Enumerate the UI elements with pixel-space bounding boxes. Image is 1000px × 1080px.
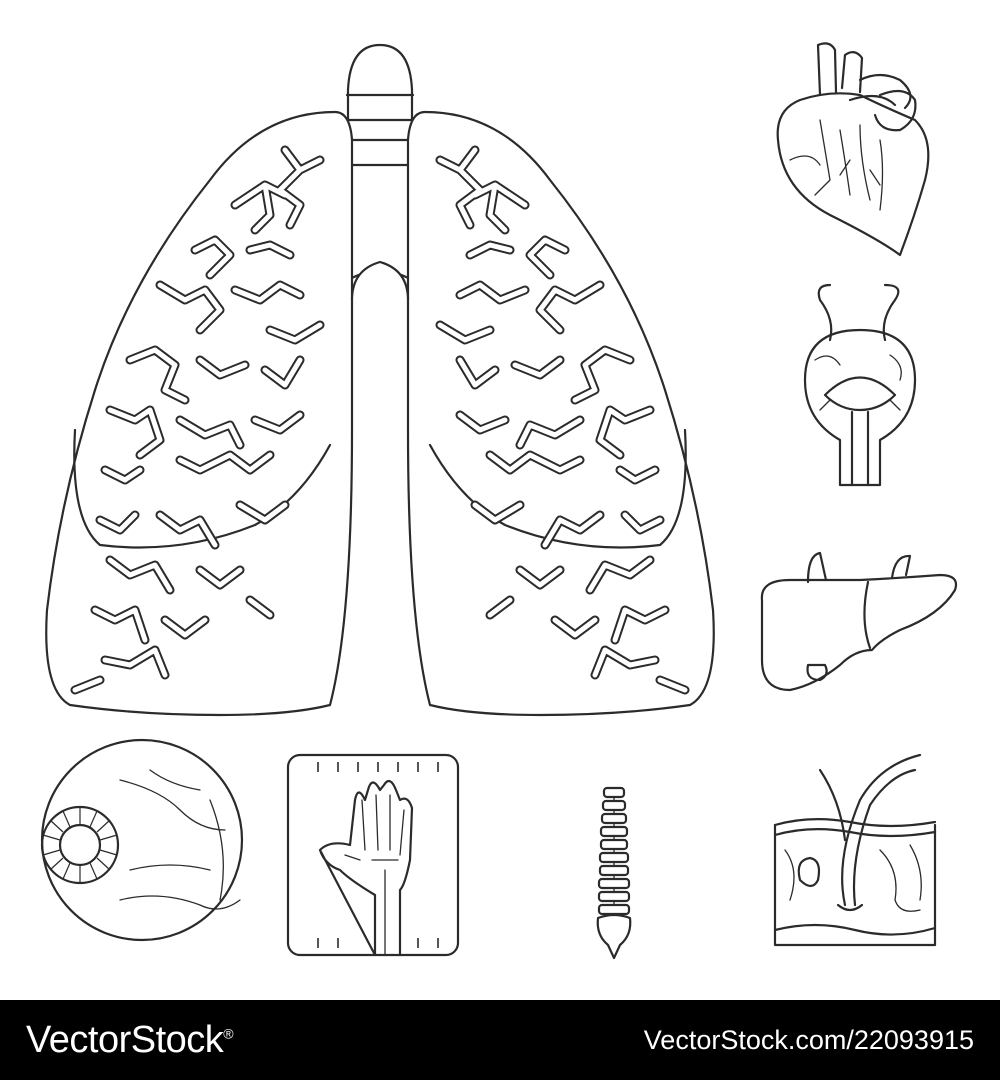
watermark-bar: VectorStock® VectorStock.com/22093915: [0, 1000, 1000, 1080]
bladder-icon: [803, 283, 917, 487]
vertebrae: [597, 786, 631, 916]
left-lung-vessels: [70, 145, 325, 695]
hand-xray-icon: [286, 753, 460, 957]
liver-icon: [760, 551, 958, 692]
vectorstock-logo: VectorStock®: [26, 1018, 234, 1062]
organ-icons-artwork: [40, 42, 958, 960]
trachea: [346, 43, 414, 282]
skin-layers-icon: [773, 753, 937, 947]
sacrum: [596, 913, 632, 960]
registered-mark: ®: [223, 1024, 234, 1041]
heart-icon: [776, 42, 930, 257]
brand-left-text: VectorStock: [26, 1018, 224, 1061]
eyeball-icon: [40, 738, 244, 942]
right-lung-vessels: [435, 145, 690, 695]
spine-icon: [596, 786, 632, 960]
image-url: VectorStock.com/22093915: [643, 1024, 974, 1055]
lungs-icon: [45, 43, 715, 717]
